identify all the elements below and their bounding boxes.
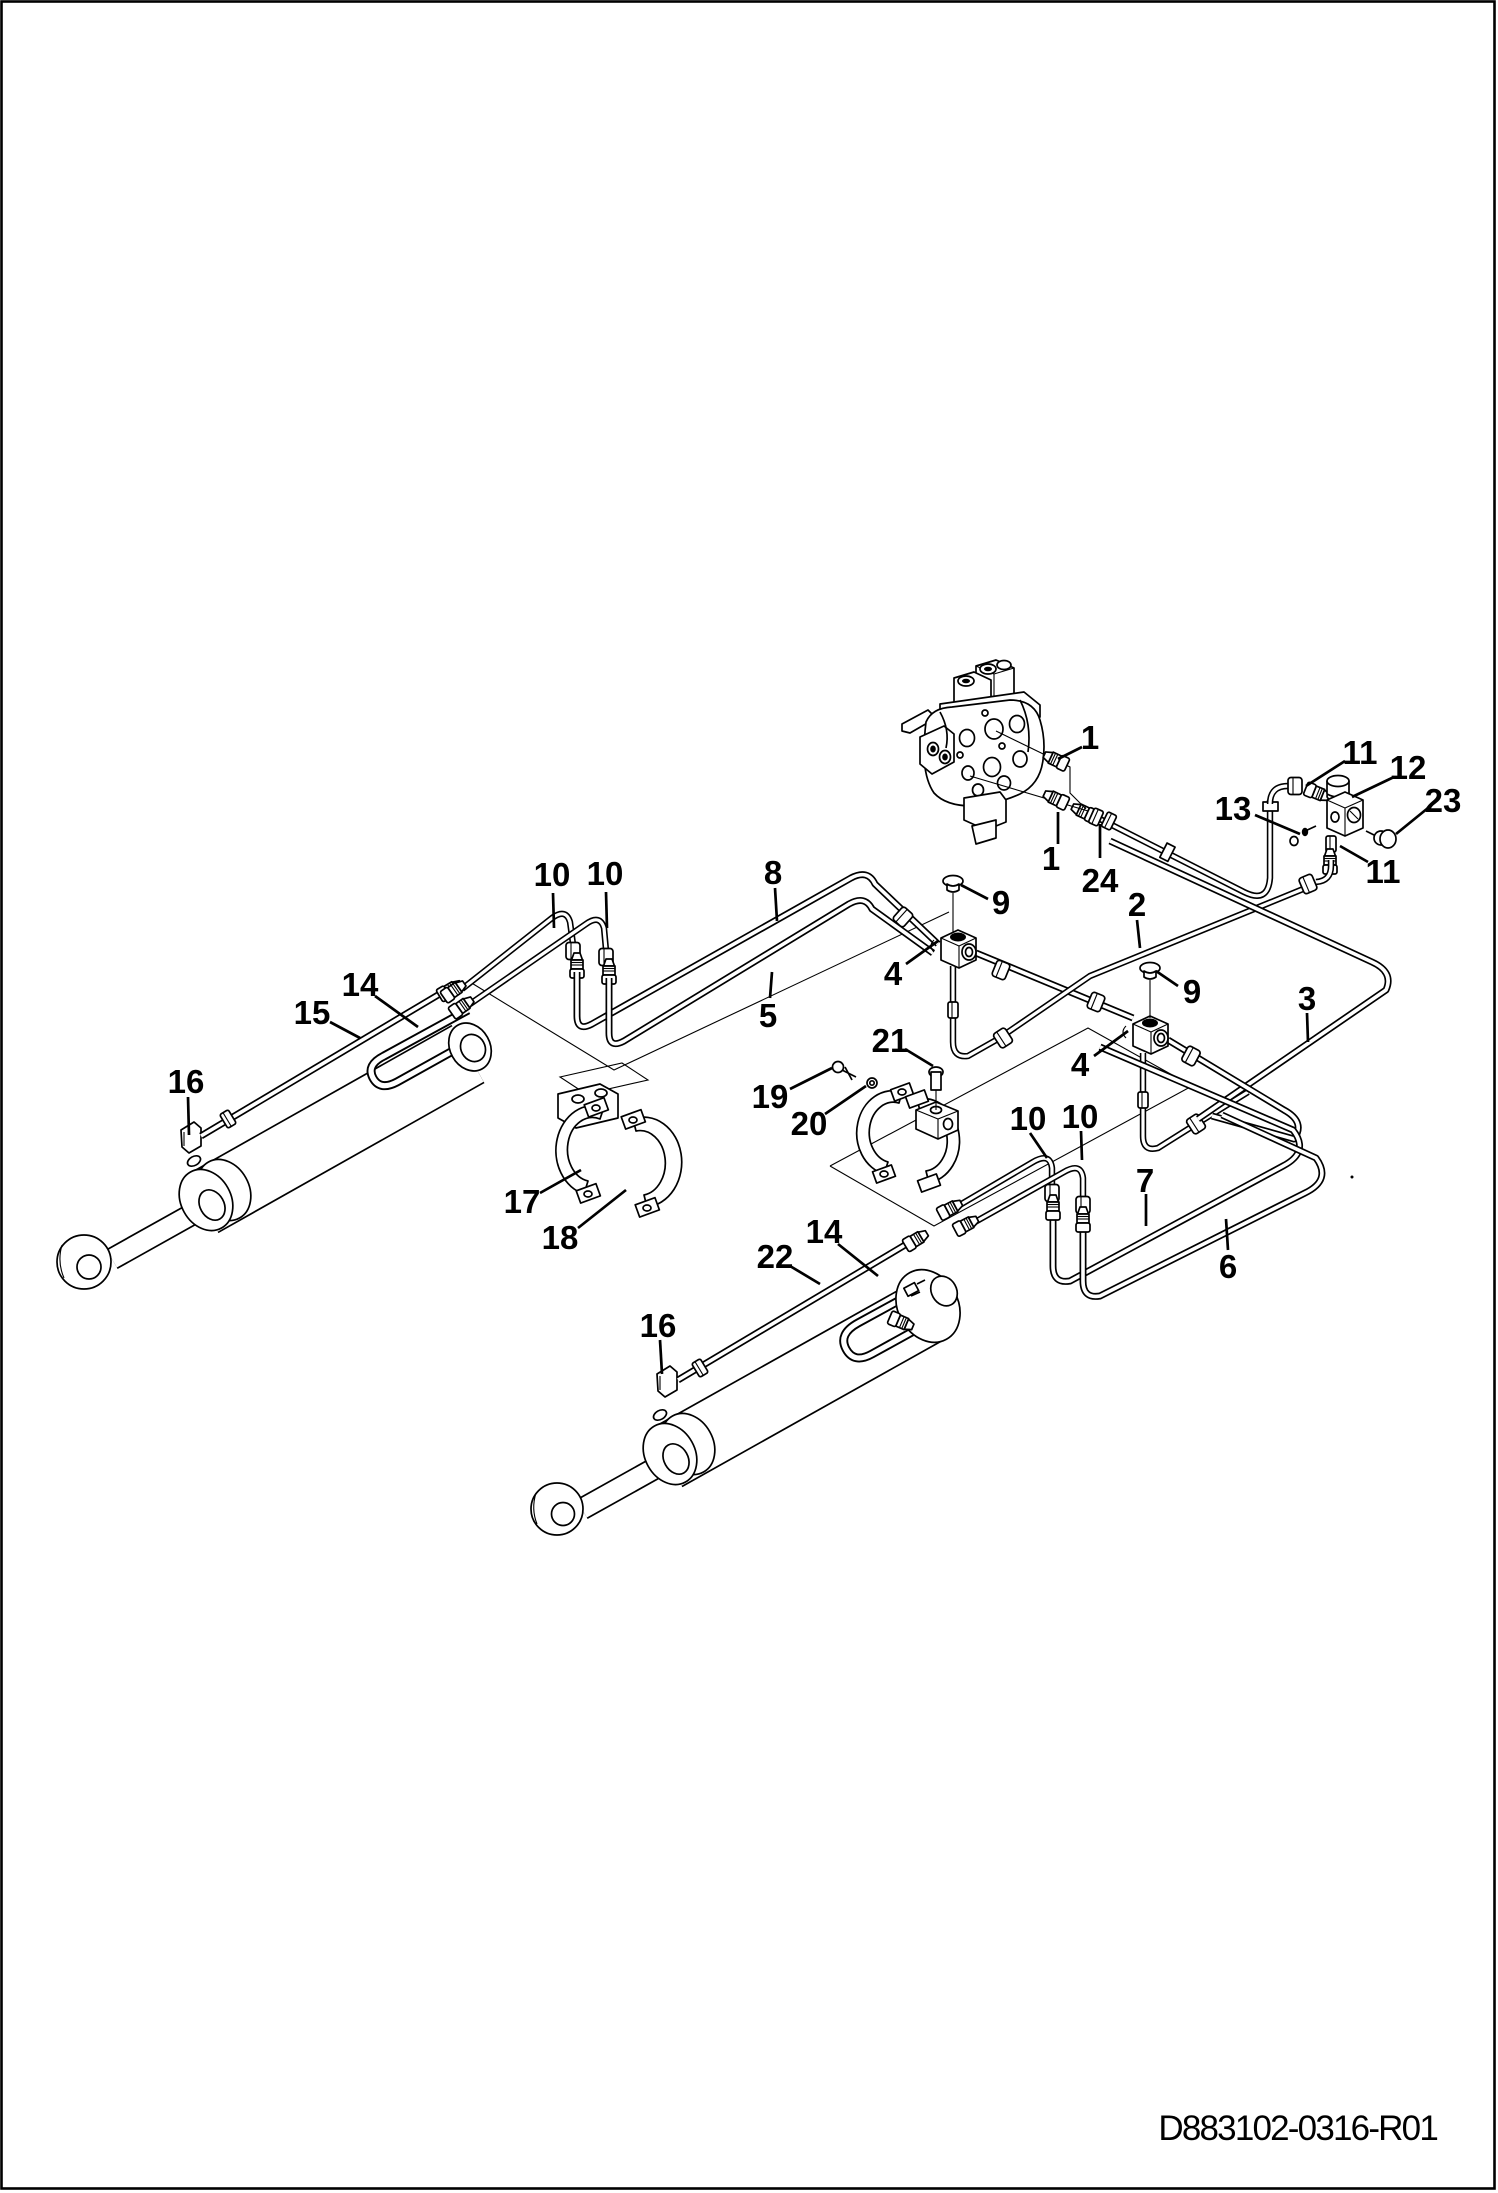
svg-text:12: 12 <box>1390 749 1427 786</box>
svg-text:10: 10 <box>1010 1100 1047 1137</box>
svg-text:3: 3 <box>1298 980 1316 1017</box>
svg-text:6: 6 <box>1219 1248 1237 1285</box>
svg-text:23: 23 <box>1425 782 1462 819</box>
svg-text:20: 20 <box>791 1105 828 1142</box>
svg-text:4: 4 <box>884 955 903 992</box>
svg-text:10: 10 <box>587 855 624 892</box>
svg-text:11: 11 <box>1343 734 1378 771</box>
svg-text:19: 19 <box>752 1078 789 1115</box>
svg-text:8: 8 <box>764 854 782 891</box>
svg-text:1: 1 <box>1042 840 1060 877</box>
svg-text:15: 15 <box>294 994 331 1031</box>
svg-text:21: 21 <box>872 1022 909 1059</box>
svg-text:22: 22 <box>757 1238 794 1275</box>
svg-text:18: 18 <box>542 1219 579 1256</box>
svg-text:14: 14 <box>342 966 379 1003</box>
svg-text:1: 1 <box>1081 719 1099 756</box>
svg-text:16: 16 <box>168 1063 205 1100</box>
svg-text:24: 24 <box>1082 862 1119 899</box>
svg-text:9: 9 <box>1183 973 1201 1010</box>
svg-text:4: 4 <box>1071 1046 1090 1083</box>
svg-text:10: 10 <box>1062 1098 1099 1135</box>
svg-text:11: 11 <box>1366 853 1401 890</box>
svg-text:10: 10 <box>534 856 571 893</box>
svg-text:13: 13 <box>1215 790 1252 827</box>
svg-text:D883102-0316-R01: D883102-0316-R01 <box>1158 2109 1437 2148</box>
svg-text:5: 5 <box>759 997 777 1034</box>
svg-text:17: 17 <box>504 1183 541 1220</box>
svg-text:14: 14 <box>806 1213 843 1250</box>
svg-text:16: 16 <box>640 1307 677 1344</box>
svg-text:7: 7 <box>1136 1162 1154 1199</box>
svg-text:2: 2 <box>1128 886 1146 923</box>
svg-text:9: 9 <box>992 884 1010 921</box>
